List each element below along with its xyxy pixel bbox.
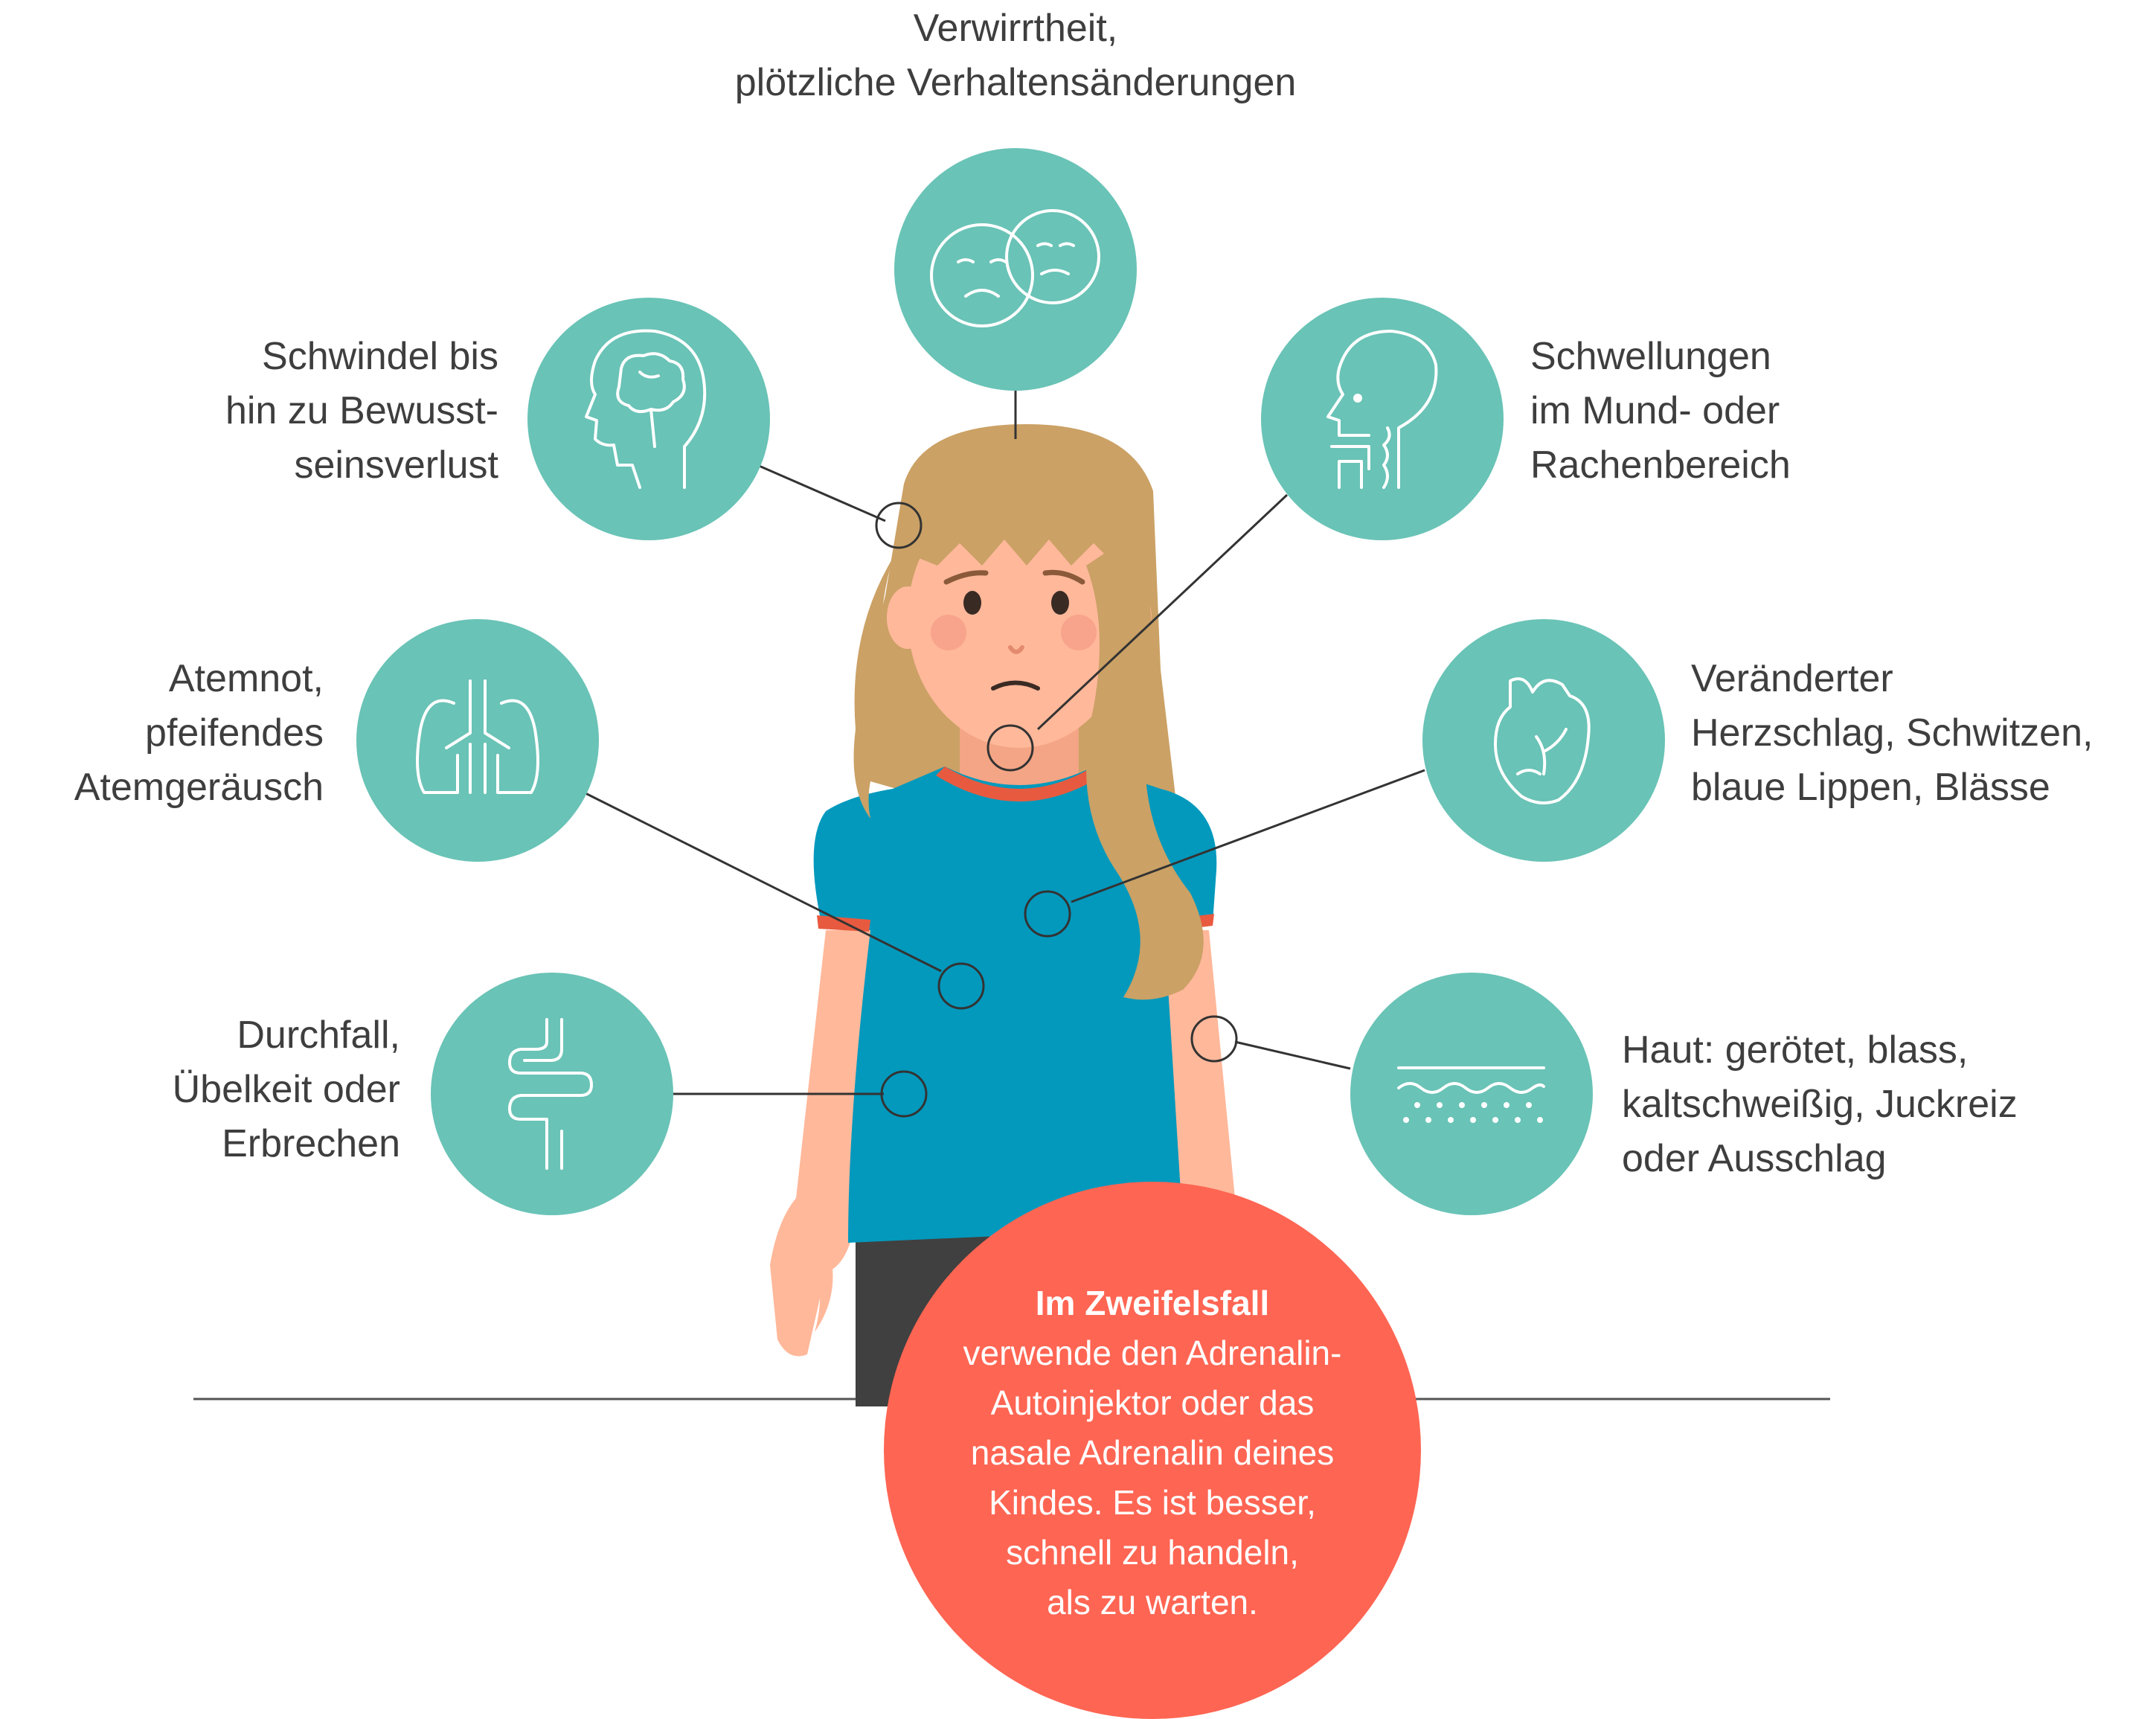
label-heart-line-2: Herzschlag, Schwitzen,	[1691, 711, 2094, 755]
label-swelling-line-2: im Mund- oder	[1530, 389, 1780, 432]
marker-chest	[1024, 890, 1071, 938]
label-skin-line-2: kaltschweißig, Juckreiz	[1622, 1083, 2018, 1126]
label-skin-line-1: Haut: gerötet, blass,	[1622, 1028, 1969, 1072]
label-heart-line-1: Veränderter	[1691, 657, 1893, 700]
mouth	[991, 680, 1040, 691]
label-confusion-line-2: plötzliche Verhaltensänderungen	[734, 61, 1297, 104]
advice-callout-title: Im Zweifelsfall	[1035, 1284, 1270, 1322]
dizziness-icon-circle	[527, 298, 770, 540]
label-breathing-line-1: Atemnot,	[168, 657, 324, 700]
label-breathing-line-3: Atemgeräusch	[74, 766, 324, 809]
marker-throat	[986, 724, 1034, 772]
right-eye	[1051, 591, 1069, 615]
lungs-icon	[416, 679, 539, 794]
breathing-icon-circle	[356, 619, 599, 862]
marker-head	[875, 502, 923, 549]
marker-stomach	[880, 1070, 928, 1118]
label-swelling-line-3: Rachenbereich	[1530, 444, 1791, 487]
confusion-icon-circle	[894, 148, 1137, 391]
head-brain-icon	[585, 329, 707, 489]
label-heart: Veränderter Herzschlag, Schwitzen, blaue…	[1691, 652, 2152, 815]
label-digestion-line-1: Durchfall,	[237, 1014, 400, 1057]
skin-icon-circle	[1350, 973, 1593, 1215]
label-skin: Haut: gerötet, blass, kaltschweißig, Juc…	[1622, 1023, 2135, 1186]
heart-icon-circle	[1422, 619, 1665, 862]
label-swelling-line-1: Schwellungen	[1530, 335, 1771, 378]
label-skin-line-3: oder Ausschlag	[1622, 1137, 1887, 1180]
label-dizziness-line-3: seinsverlust	[294, 444, 498, 487]
heart-icon	[1494, 677, 1591, 804]
label-swelling: Schwellungen im Mund- oder Rachenbereich	[1530, 330, 1977, 493]
label-confusion: Verwirrtheit, plötzliche Verhaltensänder…	[588, 1, 1443, 110]
label-dizziness-line-2: hin zu Bewusst-	[225, 389, 498, 432]
left-eye	[963, 591, 981, 615]
digestion-icon-circle	[431, 973, 673, 1215]
marker-arm	[1190, 1015, 1238, 1063]
advice-callout: Im Zweifelsfall verwende den Adrenalin- …	[884, 1182, 1421, 1719]
left-arm	[770, 930, 874, 1357]
advice-callout-text: Im Zweifelsfall verwende den Adrenalin- …	[884, 1278, 1421, 1627]
label-dizziness: Schwindel bis hin zu Bewusst- seinsverlu…	[134, 330, 498, 493]
advice-callout-line-5: schnell zu handeln,	[1006, 1533, 1299, 1572]
label-dizziness-line-1: Schwindel bis	[262, 335, 498, 378]
advice-callout-line-1: verwende den Adrenalin-	[963, 1334, 1342, 1372]
right-arm	[1161, 930, 1242, 1228]
collar	[936, 766, 1103, 801]
faces-icon	[930, 209, 1100, 327]
advice-callout-line-2: Autoinjektor oder das	[990, 1383, 1315, 1422]
hair-strand	[1086, 536, 1204, 1000]
head-throat-icon	[1326, 330, 1438, 489]
marker-lungs	[937, 962, 985, 1010]
hair-bangs	[900, 435, 1142, 566]
label-breathing-line-2: pfeifendes	[145, 711, 324, 755]
advice-callout-line-3: nasale Adrenalin deines	[970, 1433, 1335, 1472]
advice-callout-line-6: als zu warten.	[1047, 1583, 1258, 1622]
connector-lines	[583, 391, 1425, 1095]
label-breathing: Atemnot, pfeifendes Atemgeräusch	[15, 652, 324, 815]
swelling-icon-circle	[1261, 298, 1504, 540]
label-digestion-line-2: Übelkeit oder	[172, 1068, 400, 1111]
label-confusion-line-1: Verwirrtheit,	[913, 7, 1118, 50]
label-heart-line-3: blaue Lippen, Blässe	[1691, 766, 2050, 809]
label-digestion: Durchfall, Übelkeit oder Erbrechen	[104, 1008, 400, 1171]
skin-layers-icon	[1397, 1066, 1545, 1123]
anchor-markers	[875, 502, 1238, 1118]
intestine-icon	[508, 1018, 593, 1170]
label-digestion-line-3: Erbrechen	[222, 1122, 400, 1165]
advice-callout-line-4: Kindes. Es ist besser,	[989, 1483, 1316, 1522]
